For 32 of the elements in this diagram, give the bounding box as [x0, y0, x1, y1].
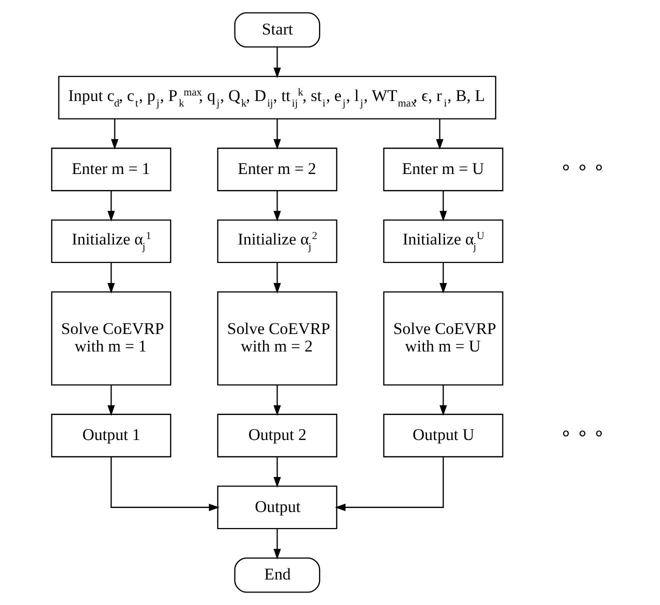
arrow — [334, 457, 444, 512]
arrow — [439, 262, 446, 294]
node-box: Enter m = 2 — [216, 148, 337, 192]
node-box: Output 1 — [50, 414, 171, 458]
arrow — [110, 119, 118, 150]
label: ∘ ∘ ∘ — [559, 158, 605, 179]
node-box: End — [234, 557, 320, 593]
arrow — [273, 528, 280, 560]
arrow — [106, 190, 114, 222]
arrow — [273, 46, 280, 78]
arrow — [273, 385, 280, 416]
node-box: Input c$_{d}$, c$_{t}$, p$_{j}$, P$_{k}$$^{max}$, q$_{j}$, Q$_{k}$, D$_{ij}$, tt$_{ij}$$^{k}$, st$_{i}$, e$_{j}$, l$_{j}$, WT$_{max}$, ϵ, r$_{i}$, B, L — [58, 76, 496, 120]
arrow — [273, 119, 280, 150]
node-box: Solve CoEVRP with m = U — [382, 291, 503, 386]
arrow — [439, 190, 446, 222]
arrow — [110, 457, 220, 512]
node-box: Enter m = 1 — [50, 148, 171, 192]
label: ∘ ∘ ∘ — [559, 424, 605, 446]
node-box: Solve CoEVRP with m = 1 — [50, 291, 171, 386]
node-box: Output — [216, 486, 337, 530]
arrow — [273, 262, 280, 294]
arrow — [106, 385, 114, 416]
arrow — [106, 262, 114, 294]
arrow — [273, 190, 280, 222]
arrow — [439, 385, 446, 416]
node-box: Solve CoEVRP with m = 2 — [216, 291, 337, 386]
arrow — [436, 119, 443, 150]
node-box: Start — [234, 12, 320, 48]
node-box: Output 2 — [216, 414, 337, 458]
node-box: Enter m = U — [382, 148, 503, 192]
node-box: Output U — [382, 414, 503, 458]
arrow — [273, 457, 280, 488]
